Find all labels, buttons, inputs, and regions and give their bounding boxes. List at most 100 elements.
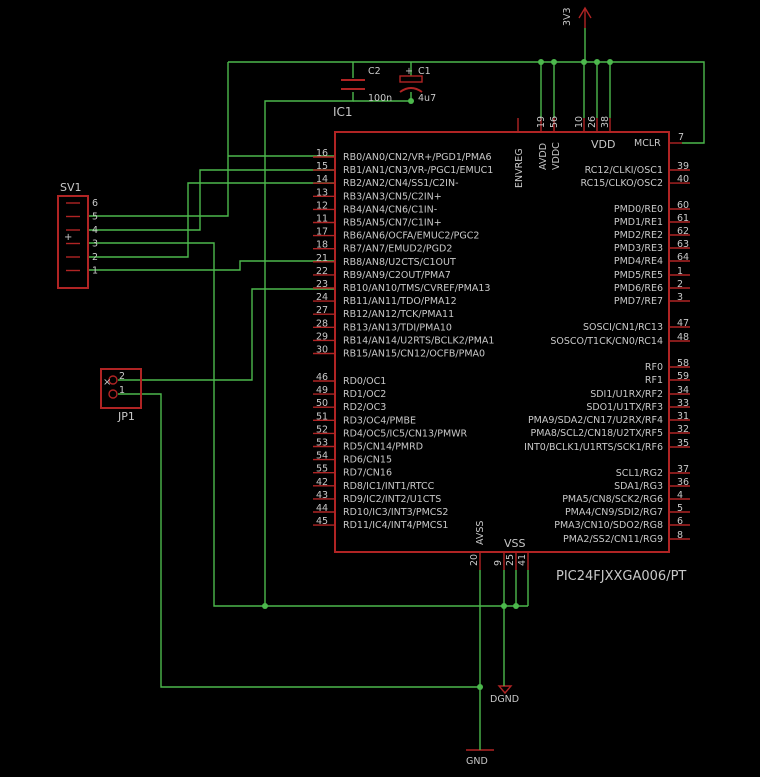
left-pin-number: 44 — [316, 503, 328, 514]
left-pin-label: RD10/IC3/INT3/PMCS2 — [343, 507, 448, 518]
right-pin-number: 6 — [677, 516, 683, 527]
right-pin-label: PMD1/RE1 — [614, 217, 663, 228]
right-pin-number: 40 — [677, 174, 689, 185]
sv1-pin-number: 3 — [92, 239, 98, 250]
pin-num-mclr: 7 — [678, 132, 684, 143]
power-3v3-label: 3V3 — [562, 7, 573, 26]
left-pin-label: RB2/AN2/CN4/SS1/C2IN- — [343, 178, 459, 189]
left-pin-number: 22 — [316, 266, 328, 277]
sv1-pin-number: 5 — [92, 212, 98, 223]
right-pin-label: PMD2/RE2 — [614, 230, 663, 241]
left-pin-number: 11 — [316, 214, 328, 225]
right-pin-label: PMD5/RE5 — [614, 270, 663, 281]
left-pin-label: RD5/CN14/PMRD — [343, 442, 423, 453]
left-pin-label: RD6/CN15 — [343, 455, 392, 466]
right-pin-number: 61 — [677, 213, 689, 224]
right-pin-number: 64 — [677, 252, 689, 263]
right-pin-number: 39 — [677, 161, 689, 172]
gnd-symbol: GND — [466, 749, 494, 767]
left-pin-label: RB6/AN6/OCFA/EMUC2/PGC2 — [343, 231, 479, 242]
right-pin-label: PMA3/CN10/SDO2/RG8 — [554, 520, 663, 531]
ic1-right-pins: 39RC12/CLKI/OSC140RC15/CLKO/OSC260PMD0/R… — [524, 161, 690, 545]
right-pin-label: PMD0/RE0 — [614, 204, 663, 215]
left-pin-label: RB8/AN8/U2CTS/C1OUT — [343, 257, 456, 268]
right-pin-number: 2 — [677, 279, 683, 290]
right-pin-number: 32 — [677, 424, 689, 435]
right-pin-number: 36 — [677, 477, 689, 488]
left-pin-number: 42 — [316, 477, 328, 488]
left-pin-label: RD2/OC3 — [343, 402, 386, 413]
dgnd-label: DGND — [490, 694, 519, 705]
ic1: IC1 PIC24FJXXGA006/PT ENVREG 19 AVDD 56 … — [313, 105, 690, 584]
left-pin-label: RD9/IC2/INT2/U1CTS — [343, 494, 441, 505]
junctions — [262, 59, 613, 690]
pin-num-avss: 20 — [469, 554, 480, 566]
left-pin-number: 45 — [316, 516, 328, 527]
left-pin-label: RB0/AN0/CN2/VR+/PGD1/PMA6 — [343, 152, 492, 163]
pin-label-mclr: MCLR — [634, 138, 661, 149]
pin-label-avss: AVSS — [475, 521, 486, 545]
right-pin-number: 8 — [677, 530, 683, 541]
right-pin-number: 35 — [677, 438, 689, 449]
left-pin-number: 52 — [316, 424, 328, 435]
right-pin-number: 37 — [677, 464, 689, 475]
sv1-pin-number: 2 — [92, 252, 98, 263]
capacitor-c1: + C1 4u7 — [399, 66, 436, 104]
capacitor-c2: C2 100n — [341, 66, 392, 104]
jp1-name: JP1 — [117, 410, 135, 423]
right-pin-label: PMA4/CN9/SDI2/RG7 — [565, 507, 663, 518]
jp1-pin-2: 2 — [119, 371, 125, 382]
pin-label-vss: VSS — [504, 537, 526, 550]
left-pin-number: 18 — [316, 240, 328, 251]
pin-label-vdd: VDD — [591, 138, 615, 151]
ic1-left-pins: 16 RB0/AN0/CN2/VR+/PGD1/PMA6 15 RB1/AN1/CN3… — [313, 148, 494, 531]
left-pin-number: 30 — [316, 345, 328, 356]
right-pin-number: 34 — [677, 385, 689, 396]
sv1-pin-number: 6 — [92, 198, 98, 209]
right-pin-label: PMD4/RE4 — [614, 256, 663, 267]
right-pin-label: PMD3/RE3 — [614, 243, 663, 254]
pin-num-avdd: 19 — [536, 116, 547, 128]
left-pin-label: RB13/AN13/TDI/PMA10 — [343, 322, 452, 333]
right-pin-label: RC12/CLKI/OSC1 — [585, 165, 663, 176]
right-pin-number: 60 — [677, 200, 689, 211]
pin-num-vdd-2: 26 — [587, 116, 598, 128]
right-pin-label: RF0 — [645, 362, 663, 373]
right-pin-number: 62 — [677, 226, 689, 237]
left-pin-label: RB11/AN11/TDO/PMA12 — [343, 296, 457, 307]
right-pin-label: PMA9/SDA2/CN17/U2RX/RF4 — [528, 415, 663, 426]
right-pin-label: PMA2/SS2/CN11/RG9 — [563, 534, 663, 545]
pin-label-vddc: VDDC — [551, 142, 562, 170]
right-pin-label: RF1 — [645, 375, 663, 386]
pin-label-avdd: AVDD — [538, 143, 549, 170]
right-pin-label: SOSCI/CN1/RC13 — [583, 322, 663, 333]
c2-value: 100n — [368, 93, 392, 104]
pin-num-vss-2: 25 — [505, 554, 516, 566]
left-pin-label: RD8/IC1/INT1/RTCC — [343, 481, 435, 492]
right-pin-number: 4 — [677, 490, 683, 501]
dgnd-symbol: DGND — [490, 685, 519, 705]
right-pin-number: 59 — [677, 371, 689, 382]
left-pin-number: 15 — [316, 161, 328, 172]
svg-text:+: + — [64, 232, 72, 243]
left-pin-label: RB1/AN1/CN3/VR-/PGC1/EMUC1 — [343, 165, 493, 176]
left-pin-label: RB9/AN9/C2OUT/PMA7 — [343, 270, 451, 281]
right-pin-number: 63 — [677, 239, 689, 250]
left-pin-label: RD0/OC1 — [343, 376, 386, 387]
pin-num-vss-1: 9 — [493, 560, 504, 566]
left-pin-number: 16 — [316, 148, 328, 159]
jumper-jp1: 2 1 × JP1 — [100, 368, 142, 423]
left-pin-number: 46 — [316, 372, 328, 383]
left-pin-label: RB14/AN14/U2RTS/BCLK2/PMA1 — [343, 335, 494, 346]
right-pin-label: SDI1/U1RX/RF2 — [590, 389, 663, 400]
right-pin-label: PMA5/CN8/SCK2/RG6 — [562, 494, 663, 505]
svg-text:×: × — [103, 377, 111, 388]
left-pin-number: 17 — [316, 227, 328, 238]
left-pin-number: 12 — [316, 200, 328, 211]
left-pin-number: 29 — [316, 331, 328, 342]
left-pin-label: RB3/AN3/CN5/C2IN+ — [343, 191, 442, 202]
right-pin-number: 33 — [677, 398, 689, 409]
right-pin-number: 1 — [677, 266, 683, 277]
right-pin-label: PMD7/RE7 — [614, 296, 663, 307]
